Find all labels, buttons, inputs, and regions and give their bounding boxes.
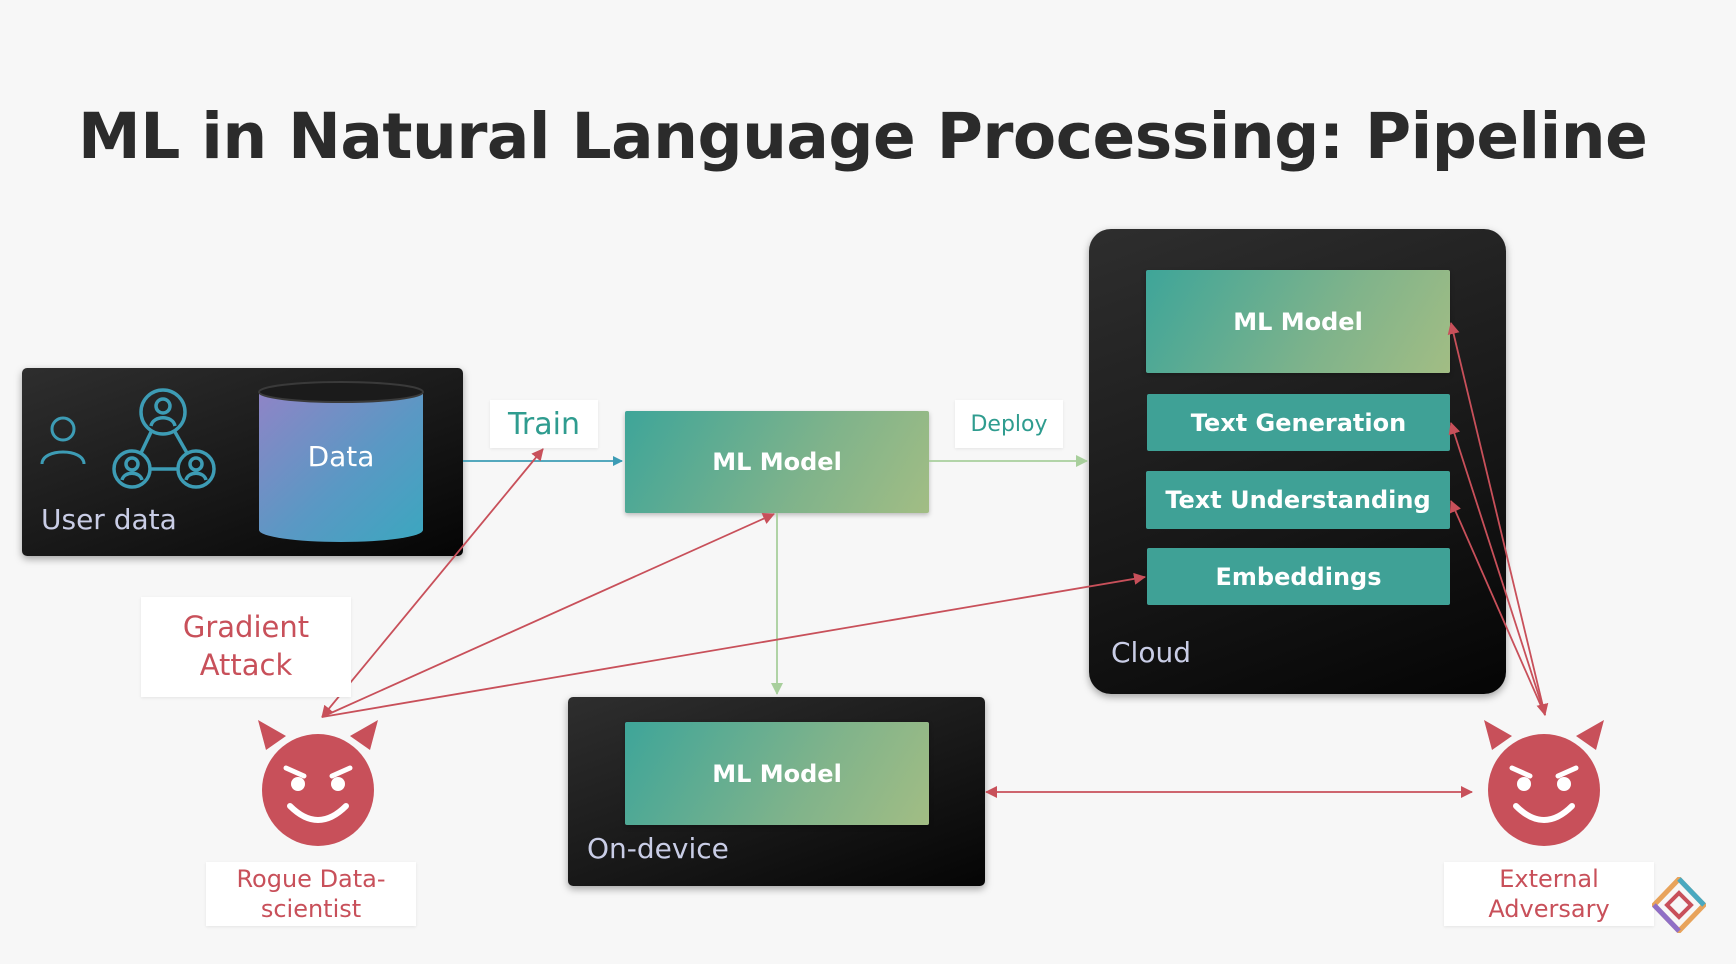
external-devil-icon: [1484, 720, 1604, 846]
external-adversary-text: External Adversary: [1488, 865, 1610, 923]
gradient-attack-label: Gradient Attack: [141, 597, 351, 697]
page-title: ML in Natural Language Processing: Pipel…: [78, 100, 1648, 173]
text-understanding-box: Text Understanding: [1146, 471, 1450, 529]
embeddings-box: Embeddings: [1147, 548, 1450, 605]
rogue-data-scientist-label: Rogue Data-scientist: [206, 862, 416, 926]
external-adversary-label: External Adversary: [1444, 862, 1654, 926]
ondevice-ml-model-box: ML Model: [625, 722, 929, 825]
rogue-to-embeddings-arrow: [321, 572, 1146, 718]
user-icon: [40, 416, 86, 465]
external-to-text-understanding-arrow: [1449, 500, 1546, 716]
brand-logo-icon: [1652, 877, 1706, 933]
center-ml-model-box: ML Model: [625, 411, 929, 513]
text-generation-box: Text Generation: [1147, 394, 1450, 451]
rogue-to-center-model-arrow: [321, 513, 775, 718]
gradient-attack-text: Gradient Attack: [182, 610, 310, 682]
cloud-ml-model-box: ML Model: [1146, 270, 1450, 373]
rogue-data-scientist-text: Rogue Data-scientist: [236, 865, 386, 923]
train-label: Train: [490, 400, 598, 448]
deploy-label: Deploy: [955, 400, 1063, 448]
rogue-devil-icon: [258, 720, 378, 846]
ondevice-label: On-device: [587, 832, 729, 865]
external-to-cloud-model-arrow: [1447, 322, 1549, 716]
user-group-network-icon: [112, 388, 216, 489]
user-data-label: User data: [41, 503, 177, 536]
external-to-text-generation-arrow: [1448, 422, 1546, 716]
cloud-label: Cloud: [1111, 636, 1191, 669]
rogue-to-train-arrow: [321, 448, 544, 718]
